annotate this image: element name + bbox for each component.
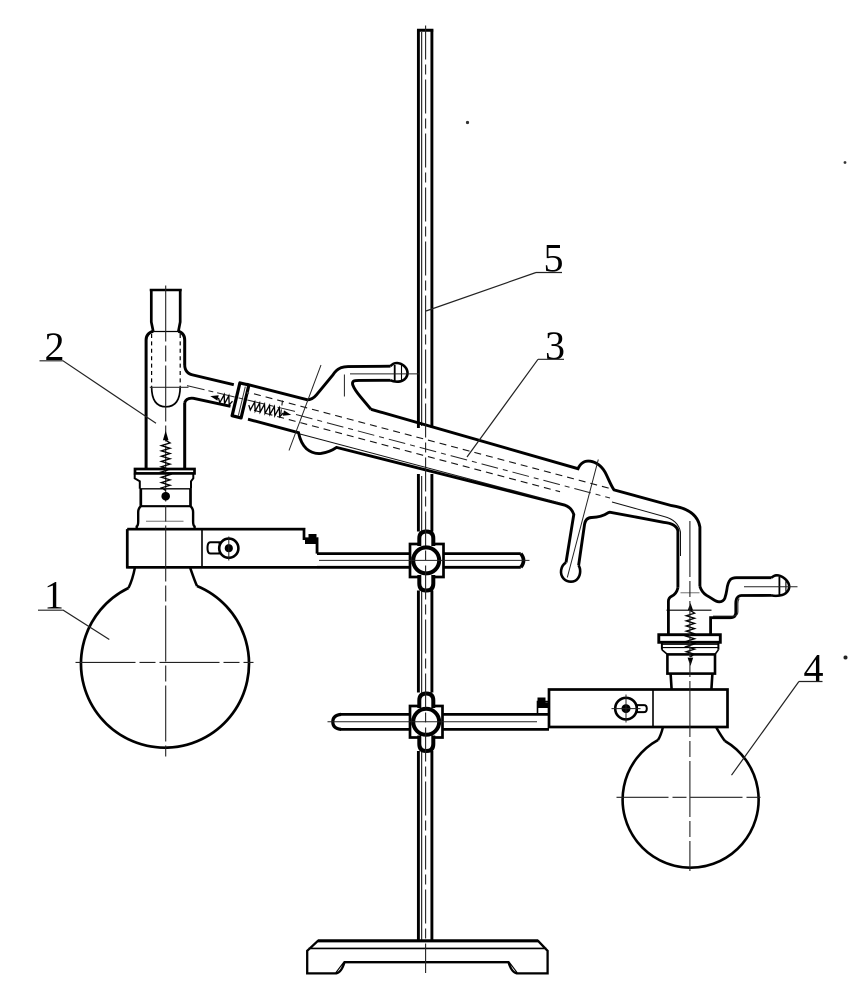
svg-text:3: 3 (545, 323, 565, 368)
svg-text:5: 5 (544, 236, 564, 281)
svg-text:4: 4 (804, 646, 824, 691)
svg-text:2: 2 (45, 324, 65, 369)
svg-text:1: 1 (44, 573, 64, 618)
